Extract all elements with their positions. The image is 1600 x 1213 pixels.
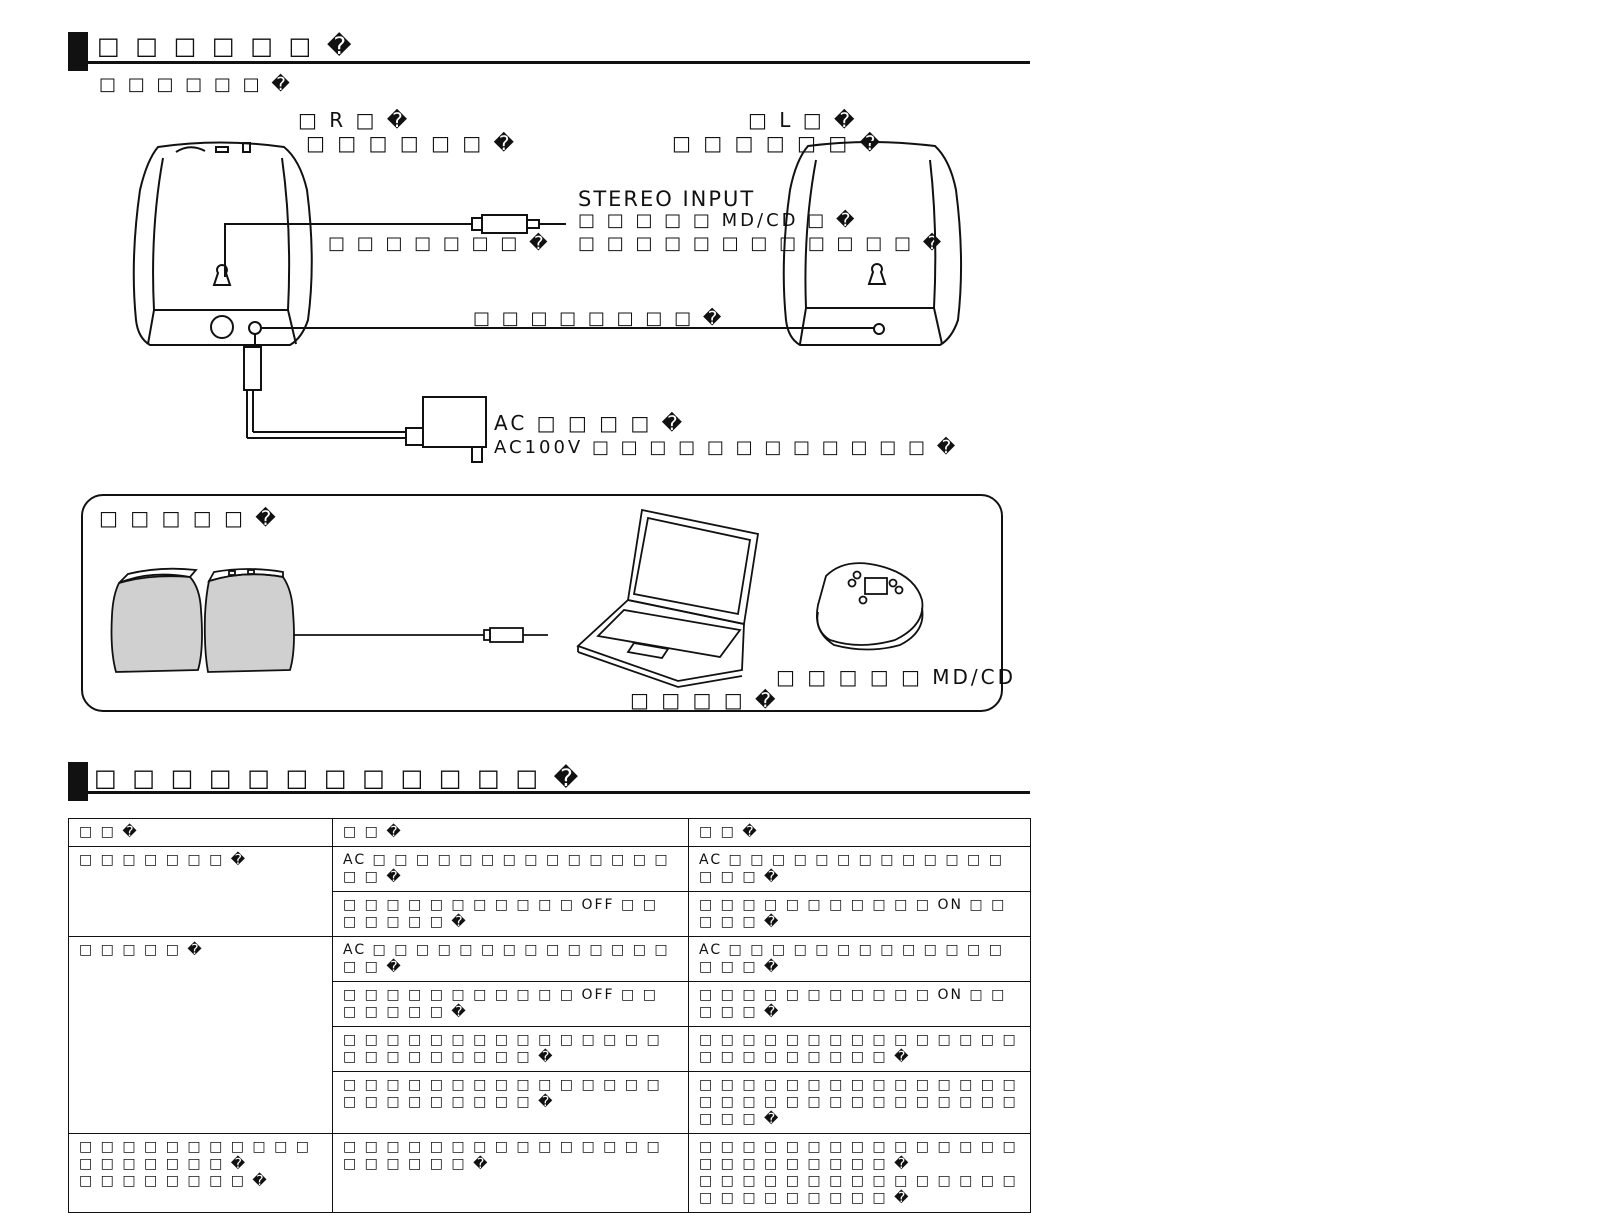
connection-subheading: □ □ □ □ □ □ � [99, 74, 293, 95]
remedy-cell: AC □ □ □ □ □ □ □ □ □ □ □ □ □ □ □ □ � [688, 846, 1031, 892]
table-header-row: □ □ � □ □ � □ □ � [68, 818, 1031, 847]
symptom-cell: □ □ □ □ □ □ □ □ □ □ □ □ □ □ □ □ □ □ � □ … [68, 1133, 333, 1213]
portable-player-label: □ □ □ □ □ MD/CD [776, 665, 1017, 689]
cause-cell: AC □ □ □ □ □ □ □ □ □ □ □ □ □ □ □ □ � [332, 936, 689, 982]
section-rule [88, 61, 1030, 64]
cause-cell: AC □ □ □ □ □ □ □ □ □ □ □ □ □ □ □ □ � [332, 846, 689, 892]
cause-cell: □ □ □ □ □ □ □ □ □ □ □ OFF □ □ □ □ □ □ □ … [332, 981, 689, 1027]
symptom-cell: □ □ □ □ □ □ □ � [68, 846, 333, 937]
table-row: □ □ □ □ □ � AC □ □ □ □ □ □ □ □ □ □ □ □ □… [68, 936, 1031, 1134]
header-symptom: □ □ � [68, 818, 333, 847]
speaker-pair-illustration [110, 567, 295, 673]
left-speaker-name-label: □ □ □ □ □ □ � [672, 131, 884, 155]
usage-illustration [110, 508, 924, 688]
stereo-input-line2: □ □ □ □ □ □ □ □ □ □ □ □ � [578, 233, 945, 254]
cause-cell: □ □ □ □ □ □ □ □ □ □ □ □ □ □ □ □ □ □ □ □ … [332, 1133, 689, 1213]
table-row: □ □ □ □ □ □ □ □ □ □ □ □ □ □ □ □ □ □ □ □ … [69, 1071, 1031, 1134]
input-cable-label: □ □ □ □ □ □ □ � [328, 233, 551, 254]
connection-section-title: □ □ □ □ □ □ � [97, 32, 356, 60]
table-row: □ □ □ □ □ □ □ � AC □ □ □ □ □ □ □ □ □ □ □… [68, 846, 1031, 937]
troubleshooting-table: □ □ � □ □ � □ □ � □ □ □ □ □ □ □ � AC □ □… [68, 818, 1031, 1213]
troubleshooting-section-title: □ □ □ □ □ □ □ □ □ □ □ □ � [94, 764, 583, 792]
cause-cell: □ □ □ □ □ □ □ □ □ □ □ □ □ □ □ □ □ □ □ □ … [332, 1026, 689, 1072]
symptom-cell: □ □ □ □ □ � [68, 936, 333, 1134]
remedy-cell: □ □ □ □ □ □ □ □ □ □ □ □ □ □ □ □ □ □ □ □ … [688, 1026, 1031, 1072]
right-speaker-channel-label: □ R □ � [298, 108, 411, 132]
remedy-cell: □ □ □ □ □ □ □ □ □ □ □ ON □ □ □ □ □ � [688, 891, 1031, 937]
right-speaker-name-label: □ □ □ □ □ □ � [306, 131, 518, 155]
section-marker [68, 762, 88, 801]
table-row: □ □ □ □ □ □ □ □ □ □ □ OFF □ □ □ □ □ □ □ … [69, 891, 1031, 937]
remedy-cell: AC □ □ □ □ □ □ □ □ □ □ □ □ □ □ □ □ � [688, 936, 1031, 982]
remedy-cell: □ □ □ □ □ □ □ □ □ □ □ □ □ □ □ □ □ □ □ □ … [688, 1071, 1031, 1134]
remedy-cell: □ □ □ □ □ □ □ □ □ □ □ □ □ □ □ □ □ □ □ □ … [688, 1133, 1031, 1213]
section-marker [68, 32, 88, 71]
section-rule [88, 791, 1030, 794]
remedy-cell: □ □ □ □ □ □ □ □ □ □ □ ON □ □ □ □ □ � [688, 981, 1031, 1027]
header-cause: □ □ � [332, 818, 689, 847]
usage-example-box [81, 494, 1003, 712]
ac-adapter-title: AC □ □ □ □ � [494, 411, 686, 435]
left-speaker-rear-illustration [782, 141, 963, 346]
table-row: □ □ □ □ □ □ □ □ □ □ □ □ □ □ □ □ □ □ � □ … [68, 1133, 1031, 1213]
usage-title: □ □ □ □ □ � [99, 506, 279, 530]
ac-adapter-note: AC100V □ □ □ □ □ □ □ □ □ □ □ □ � [494, 437, 959, 458]
portable-player-illustration [815, 562, 924, 651]
cause-cell: □ □ □ □ □ □ □ □ □ □ □ □ □ □ □ □ □ □ □ □ … [332, 1071, 689, 1134]
left-speaker-channel-label: □ L □ � [748, 108, 858, 132]
speaker-cable-label: □ □ □ □ □ □ □ □ � [473, 308, 725, 329]
computer-label: □ □ □ □ � [630, 688, 779, 712]
cause-cell: □ □ □ □ □ □ □ □ □ □ □ OFF □ □ □ □ □ □ □ … [332, 891, 689, 937]
stereo-input-line1: □ □ □ □ □ MD/CD □ � [578, 210, 858, 231]
connection-diagram [132, 141, 963, 463]
laptop-illustration [576, 508, 760, 688]
table-row: □ □ □ □ □ □ □ □ □ □ □ OFF □ □ □ □ □ □ □ … [69, 981, 1031, 1027]
header-remedy: □ □ � [688, 818, 1031, 847]
stereo-input-title: STEREO INPUT [578, 187, 756, 211]
